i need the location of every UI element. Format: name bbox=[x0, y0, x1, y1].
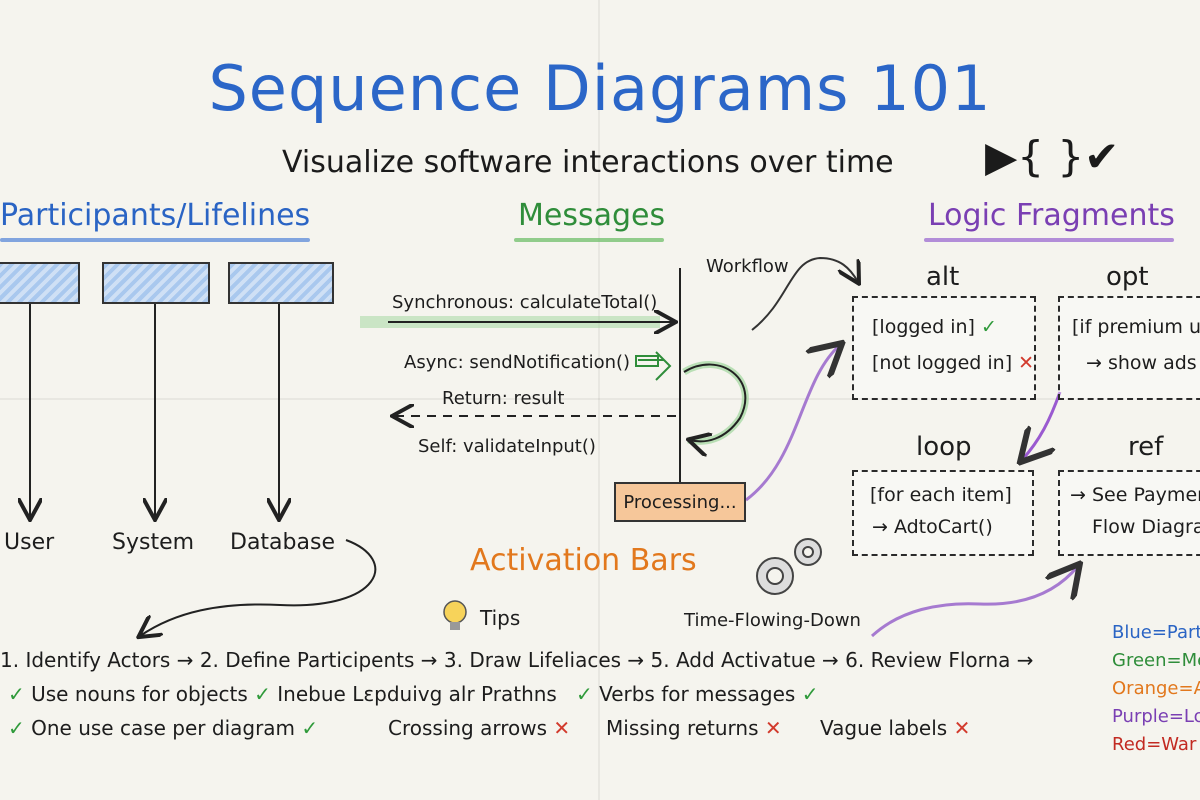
workflow-label: Workflow bbox=[706, 256, 789, 277]
opt-loop-arrow bbox=[1022, 391, 1062, 460]
dos-row-1: ✓ Use nouns for objects ✓ Inebue Lɛpduiv… bbox=[8, 682, 818, 706]
lifeline-box-database bbox=[228, 262, 334, 304]
logic-heading: Logic Fragments bbox=[928, 198, 1175, 233]
do-item: Verbs for messages bbox=[599, 682, 796, 706]
self-loop-arrow bbox=[683, 363, 747, 442]
dont-item-1: Crossing arrows ✕ bbox=[388, 716, 571, 740]
lifeline-box-user bbox=[0, 262, 80, 304]
legend-purple: Purple=Lo bbox=[1112, 706, 1200, 727]
messages-heading: Messages bbox=[518, 198, 666, 233]
processing-arrow bbox=[745, 345, 840, 502]
loop-action: → AdtoCart() bbox=[872, 516, 993, 538]
async-arrow bbox=[638, 351, 672, 381]
do-item: Inebue Lɛpduivg alr Prathns bbox=[277, 682, 557, 706]
check-icon: ✓ bbox=[8, 716, 25, 740]
time-flowing-label: Time-Flowing-Down bbox=[684, 610, 861, 631]
gear-icon bbox=[756, 538, 822, 595]
do-item: Use nouns for objects bbox=[31, 682, 248, 706]
alt-title: alt bbox=[926, 262, 960, 292]
participants-underline bbox=[0, 238, 310, 242]
sync-label: Synchronous: calculateTotal() bbox=[392, 292, 658, 313]
self-label: Self: validateInput() bbox=[418, 436, 596, 457]
label-database: Database bbox=[230, 530, 335, 555]
check-icon: ✓ bbox=[254, 682, 271, 706]
cross-icon: ✕ bbox=[1018, 352, 1035, 374]
tips-label: Tips bbox=[480, 606, 521, 630]
participants-heading: Participants/Lifelines bbox=[0, 198, 311, 233]
time-flow-arrow bbox=[870, 566, 1078, 638]
loop-title: loop bbox=[916, 432, 972, 462]
database-curl-arrow bbox=[140, 539, 377, 636]
return-label: Return: result bbox=[442, 388, 565, 409]
alt-condition-2: [not logged in] ✕ bbox=[872, 352, 1035, 374]
alt-fragment: [logged in] ✓ [not logged in] ✕ bbox=[852, 296, 1036, 400]
async-label: Async: sendNotification() bbox=[404, 352, 631, 373]
loop-condition: [for each item] bbox=[870, 484, 1012, 506]
legend-blue: Blue=Part bbox=[1112, 622, 1200, 643]
ref-title: ref bbox=[1128, 432, 1164, 462]
opt-title: opt bbox=[1106, 262, 1149, 292]
page-title: Sequence Diagrams 101 bbox=[208, 52, 992, 125]
lightbulb-icon bbox=[443, 600, 467, 630]
cross-icon: ✕ bbox=[953, 716, 971, 740]
paper-fold-horizontal bbox=[0, 398, 1200, 400]
lifeline-box-system bbox=[102, 262, 210, 304]
activation-heading: Activation Bars bbox=[470, 543, 697, 578]
do-item: One use case per diagram bbox=[31, 716, 296, 740]
workflow-arrow bbox=[751, 256, 858, 331]
processing-box: Processing... bbox=[614, 482, 746, 522]
ref-fragment: → See Paymer Flow Diagra bbox=[1058, 470, 1200, 556]
code-check-icon: ▶{ }✔ bbox=[985, 132, 1120, 181]
cross-icon: ✕ bbox=[764, 716, 782, 740]
dont-item-2: Missing returns ✕ bbox=[606, 716, 782, 740]
opt-condition: [if premium us bbox=[1072, 316, 1200, 338]
opt-fragment: [if premium us → show ads bbox=[1058, 296, 1200, 400]
opt-action: → show ads bbox=[1086, 352, 1197, 374]
dos-row-2: ✓ One use case per diagram ✓ bbox=[8, 716, 318, 740]
steps-line: 1. Identify Actors → 2. Define Participe… bbox=[0, 648, 1034, 672]
label-user: User bbox=[4, 530, 55, 555]
check-icon: ✓ bbox=[801, 682, 819, 706]
check-icon: ✓ bbox=[981, 316, 997, 338]
logic-underline bbox=[924, 238, 1174, 242]
dont-item-3: Vague labels ✕ bbox=[820, 716, 971, 740]
paper-fold-vertical bbox=[598, 0, 600, 800]
legend-red: Red=War bbox=[1112, 734, 1197, 755]
check-icon: ✓ bbox=[301, 716, 319, 740]
check-icon: ✓ bbox=[8, 682, 25, 706]
loop-fragment: [for each item] → AdtoCart() bbox=[852, 470, 1034, 556]
label-system: System bbox=[112, 530, 195, 555]
legend-green: Green=Me bbox=[1112, 650, 1200, 671]
check-icon: ✓ bbox=[575, 682, 593, 706]
ref-line-1: → See Paymer bbox=[1070, 484, 1200, 506]
alt-condition-1: [logged in] ✓ bbox=[872, 316, 997, 338]
ref-line-2: Flow Diagra bbox=[1092, 516, 1200, 538]
cross-icon: ✕ bbox=[553, 716, 571, 740]
legend-orange: Orange=A bbox=[1112, 678, 1200, 699]
page-subtitle: Visualize software interactions over tim… bbox=[282, 145, 894, 180]
messages-underline bbox=[514, 238, 664, 242]
